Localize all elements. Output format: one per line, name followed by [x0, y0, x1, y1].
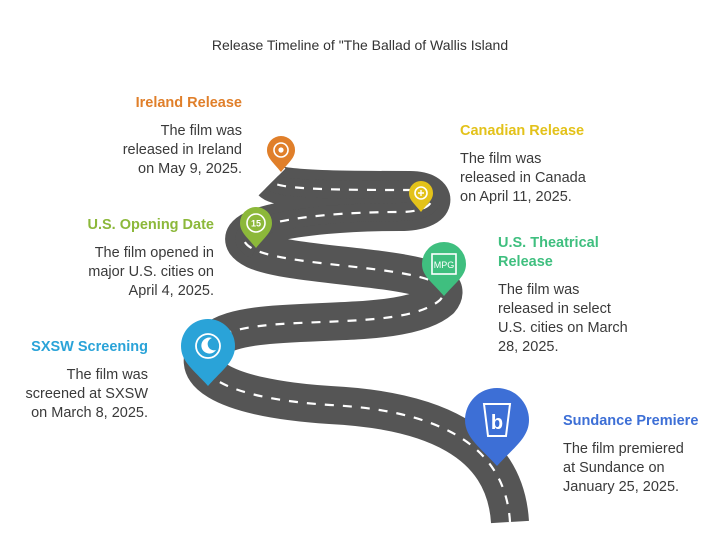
us-theatrical-marker: MPG — [422, 242, 466, 296]
sxsw-milestone: SXSW Screening The film was screened at … — [8, 338, 149, 423]
us-theatrical-desc: The film was released in select U.S. cit… — [498, 281, 708, 357]
logo-icon — [482, 403, 512, 437]
canada-desc-line: The film was — [460, 151, 542, 167]
sxsw-desc-line: on March 8, 2025. — [31, 405, 148, 421]
canada-desc-line: released in Canada — [460, 170, 586, 186]
sundance-desc-line: January 25, 2025. — [563, 479, 680, 495]
sundance-desc-line: at Sundance on — [563, 460, 665, 476]
canada-desc: The film was released in Canada on April… — [460, 150, 700, 207]
rating-icon — [431, 253, 457, 275]
us-opening-milestone: U.S. Opening Date The film opened in maj… — [14, 216, 215, 301]
us-theatrical-desc-line: 28, 2025. — [498, 339, 559, 355]
sxsw-desc: The film was screened at SXSW on March 8… — [8, 366, 149, 423]
sundance-desc: The film premiered at Sundance on Januar… — [563, 440, 713, 497]
ireland-desc-line: released in Ireland — [122, 142, 242, 158]
sxsw-desc-line: The film was — [66, 367, 148, 383]
us-theatrical-title: U.S. Theatrical Release — [498, 234, 708, 272]
sundance-desc-line: The film premiered — [563, 441, 684, 457]
canada-title: Canadian Release — [460, 123, 585, 139]
us-theatrical-milestone: U.S. Theatrical Release The film was rel… — [498, 234, 708, 357]
canada-marker — [409, 181, 433, 212]
sxsw-desc-line: screened at SXSW — [25, 386, 149, 402]
sundance-milestone: Sundance Premiere The film premiered at … — [563, 412, 713, 497]
moon-icon — [195, 333, 221, 359]
us-opening-title: U.S. Opening Date — [87, 217, 215, 233]
us-opening-badge: 15 — [251, 219, 261, 229]
canada-desc-line: on April 11, 2025. — [460, 189, 572, 205]
ireland-milestone: Ireland Release The film was released in… — [22, 94, 242, 179]
us-theatrical-desc-line: released in select — [498, 301, 611, 317]
sxsw-title: SXSW Screening — [31, 339, 148, 355]
ireland-desc-line: on May 9, 2025. — [138, 161, 242, 177]
us-opening-desc-line: April 4, 2025. — [128, 283, 214, 299]
sundance-title: Sundance Premiere — [563, 413, 699, 429]
target-icon — [273, 142, 289, 158]
us-theatrical-desc-line: U.S. cities on March — [498, 320, 628, 336]
clock-icon — [246, 213, 266, 233]
us-theatrical-badge: MPG — [434, 260, 455, 270]
ireland-marker — [267, 136, 295, 172]
sundance-badge: b — [491, 412, 503, 434]
ireland-desc-line: The film was — [160, 123, 242, 139]
sundance-marker: b — [465, 388, 529, 466]
us-theatrical-title-line: U.S. Theatrical — [498, 235, 599, 251]
ireland-title: Ireland Release — [135, 95, 242, 111]
us-opening-desc-line: major U.S. cities on — [88, 264, 214, 280]
maple-icon — [414, 186, 428, 200]
us-opening-marker: 15 — [240, 207, 272, 248]
page-title: Release Timeline of "The Ballad of Walli… — [211, 37, 509, 53]
sxsw-marker — [181, 319, 235, 386]
us-opening-desc-line: The film opened in — [94, 245, 214, 261]
us-theatrical-title-line: Release — [498, 254, 553, 270]
canada-milestone: Canadian Release The film was released i… — [460, 122, 700, 207]
road-centerline — [201, 181, 512, 523]
ireland-desc: The film was released in Ireland on May … — [22, 122, 242, 179]
us-theatrical-desc-line: The film was — [498, 282, 580, 298]
us-opening-desc: The film opened in major U.S. cities on … — [14, 244, 214, 301]
